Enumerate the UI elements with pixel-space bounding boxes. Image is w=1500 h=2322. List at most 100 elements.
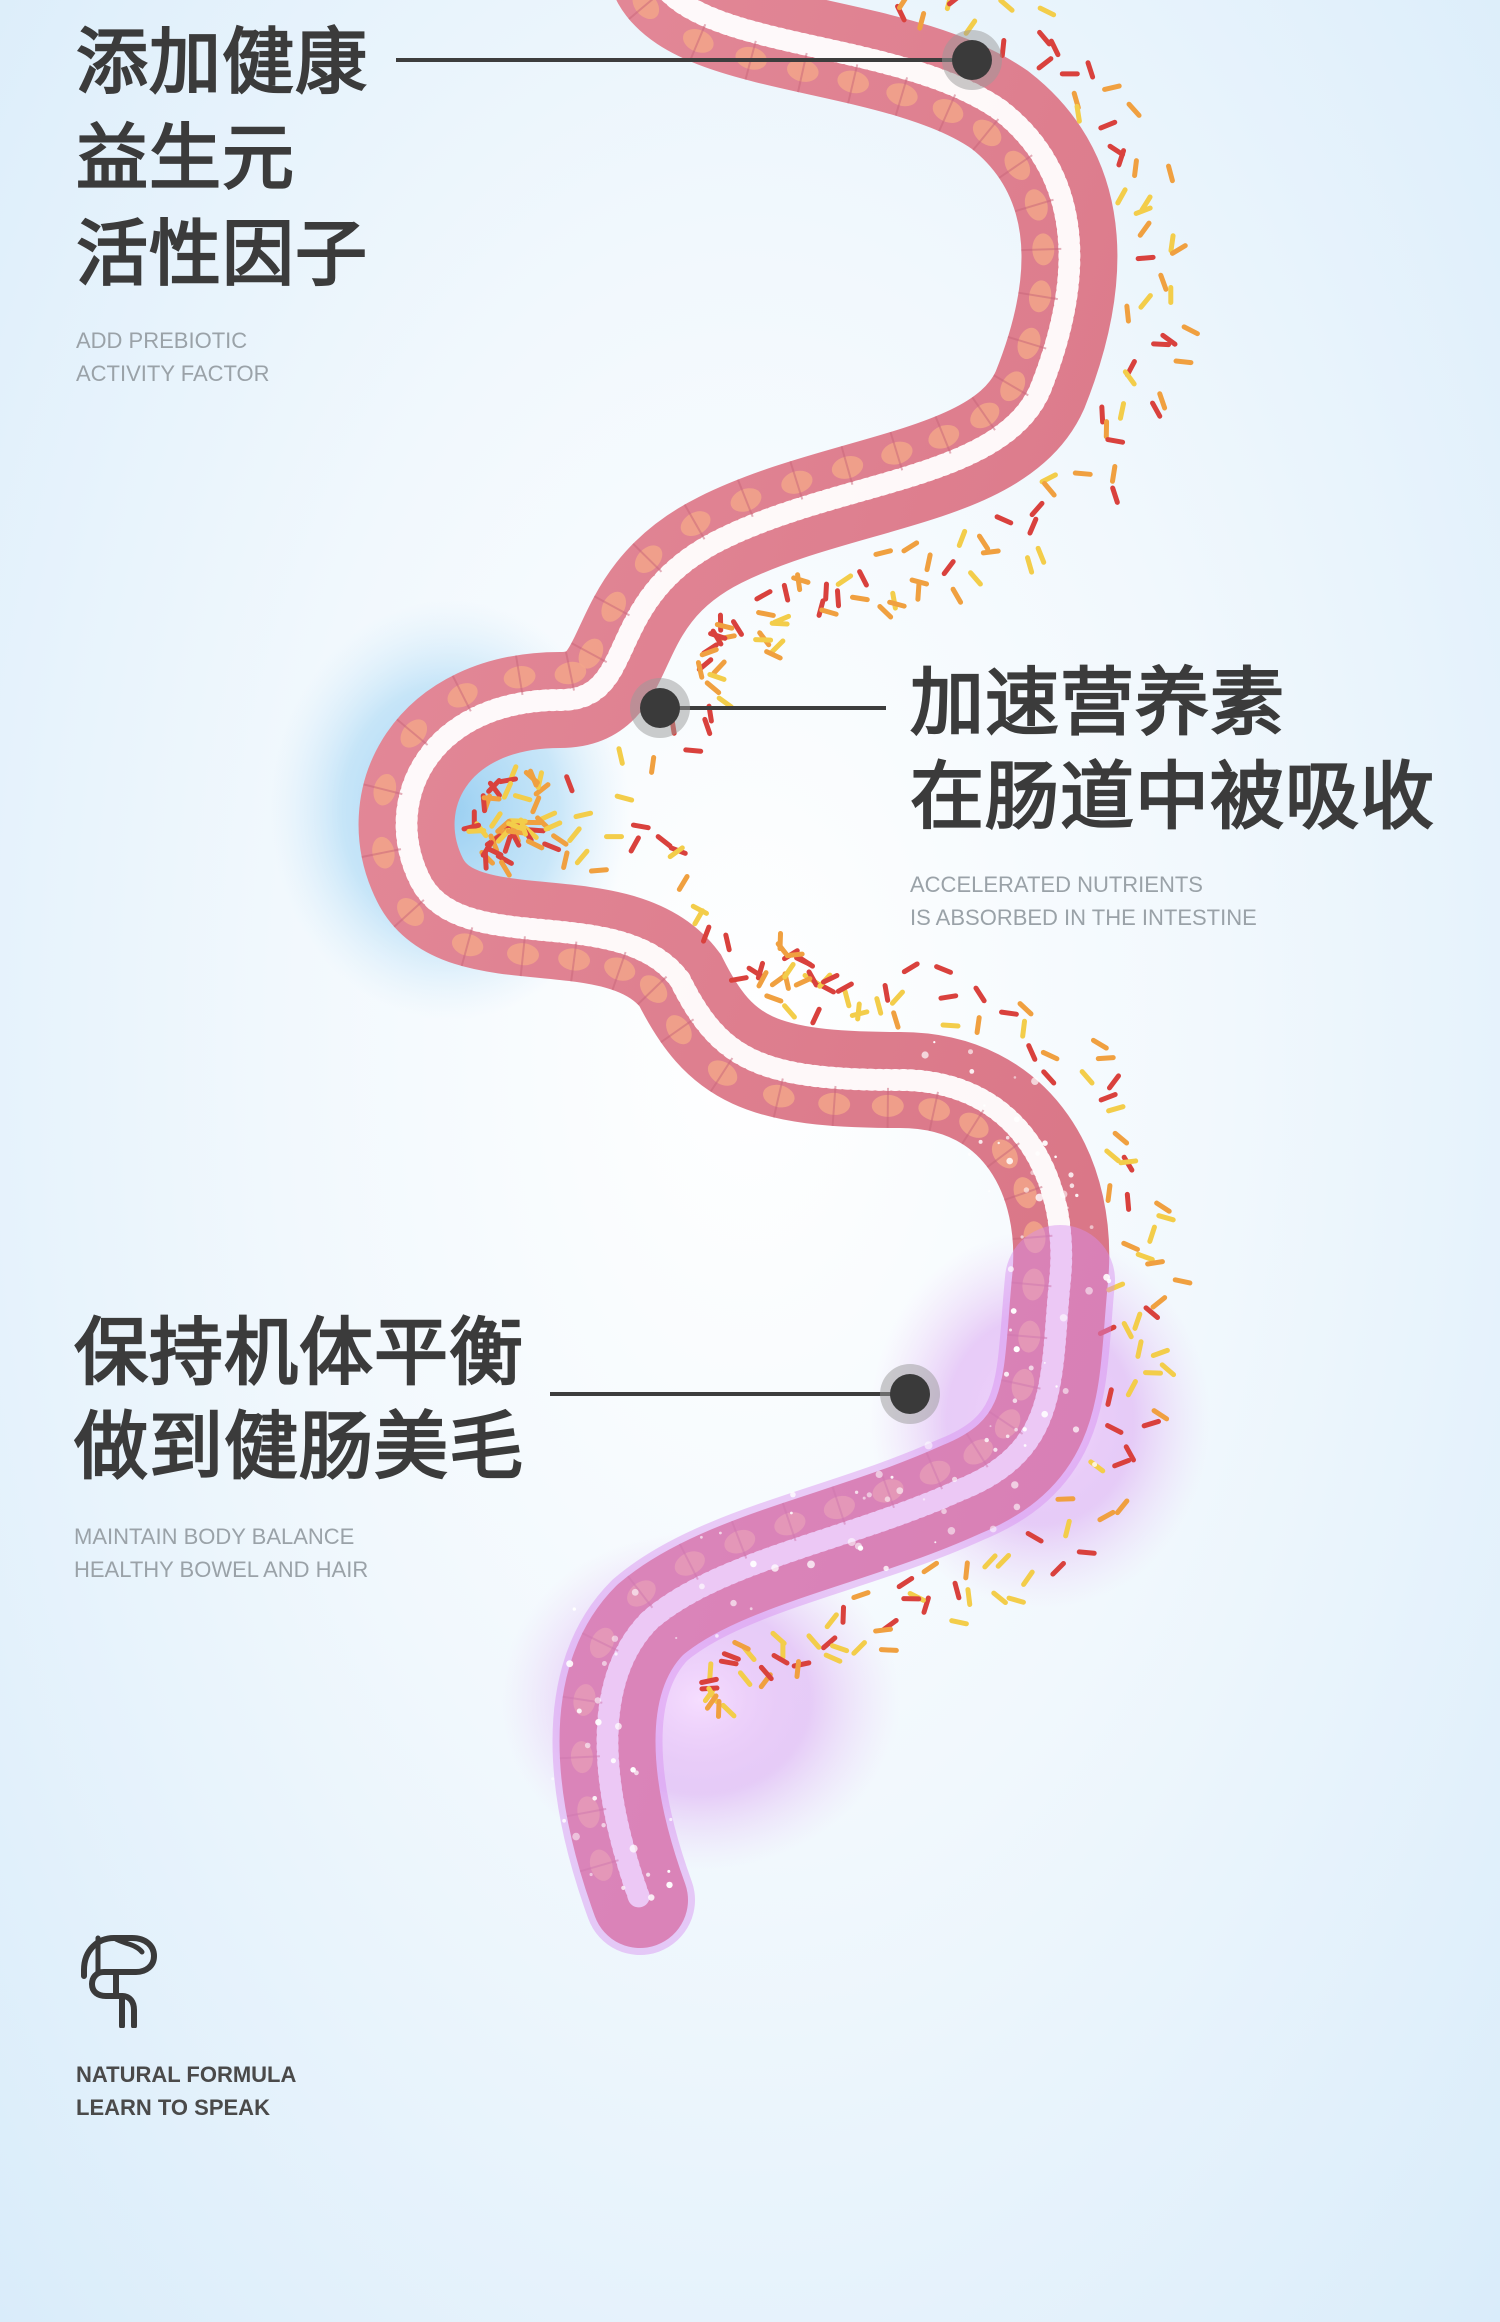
bacteria-particle [723, 932, 732, 953]
sparkle [1059, 1314, 1068, 1322]
sparkle [667, 1869, 671, 1873]
bacteria-particle [1095, 1055, 1116, 1062]
cell-divider [611, 951, 627, 991]
bacteria-particle [551, 833, 569, 847]
bacteria-particle [574, 848, 590, 866]
sparkle [947, 1527, 956, 1535]
sparkle [1012, 1398, 1018, 1403]
bacteria-particle [1168, 233, 1176, 254]
sparkle [1031, 1077, 1039, 1085]
bacteria-particle [873, 548, 893, 557]
bacteria-particle [1112, 1130, 1130, 1146]
bacteria-particle [1097, 1509, 1116, 1523]
bacteria-particle [1157, 391, 1168, 411]
cell-divider [1021, 247, 1062, 252]
bacteria-particle [823, 581, 829, 602]
sparkle [1022, 1427, 1027, 1432]
sparkle [1042, 1140, 1048, 1146]
bacteria-particle [824, 1612, 839, 1630]
bacteria-particle [840, 1604, 847, 1625]
bacteria-particle [915, 581, 922, 602]
bacteria-particle [889, 989, 905, 1006]
sparkle [1013, 1116, 1020, 1123]
sparkle [1007, 1266, 1014, 1273]
sparkle [601, 1823, 606, 1828]
sparkle [749, 1607, 753, 1611]
sparkle [890, 1475, 894, 1479]
bacteria-particle [699, 647, 719, 658]
bacteria-particle [968, 570, 983, 587]
bacteria-particle [1079, 1069, 1095, 1086]
bacteria-particle [769, 620, 790, 627]
cell-divider [879, 1469, 895, 1509]
bacteria-particle [1109, 463, 1118, 484]
bacteria-particle [1039, 472, 1058, 485]
bacteria-particle [480, 840, 494, 858]
callout-3-subtitle-line: MAINTAIN BODY BALANCE [74, 1524, 355, 1549]
bacteria-particle [956, 528, 968, 548]
bacteria-particle [878, 1647, 899, 1653]
sparkle [866, 1492, 872, 1498]
cell-divider [894, 77, 909, 116]
bacteria-particle [797, 955, 816, 969]
sparkle [675, 1636, 678, 1640]
cell-divider [628, 0, 654, 20]
cell-divider [683, 504, 706, 540]
sparkle [1030, 1170, 1035, 1175]
bacteria-particle [1037, 5, 1057, 18]
sparkle [807, 1560, 815, 1569]
bacteria-particle [1160, 332, 1178, 347]
cell-divider [564, 651, 575, 691]
bacteria-particle [882, 982, 891, 1003]
sparkle [896, 1487, 904, 1495]
sparkle [884, 1496, 891, 1502]
bacteria-particle [1135, 1251, 1155, 1263]
bacteria-particle [543, 820, 563, 832]
intestine-cells [361, 0, 1062, 1881]
cell-divider [363, 783, 403, 796]
cell-divider [1012, 1234, 1053, 1240]
bacteria-particle [1090, 1037, 1109, 1051]
bacteria-particle [980, 548, 1001, 556]
bacteria-particle [806, 1633, 822, 1650]
sparkle [1092, 1462, 1098, 1467]
cell-divider [593, 595, 630, 617]
bacteria-particle [1159, 1362, 1177, 1378]
bacteria-particle [704, 1693, 719, 1711]
cell-divider [965, 1432, 989, 1468]
sparkle [1055, 1385, 1058, 1388]
sparkle [1072, 1426, 1080, 1433]
bacteria-particle [1076, 1549, 1097, 1556]
bacteria-particle [834, 588, 842, 609]
bacteria-particle [1169, 243, 1188, 256]
title-line: 添加健康 [76, 20, 369, 104]
bacteria-particle [1106, 1073, 1121, 1091]
bacteria-particle [994, 514, 1014, 526]
bacteria-particle [896, 0, 911, 11]
bacteria-particle [1103, 419, 1110, 440]
bacteria-particle [715, 1698, 722, 1719]
bacteria-particle [573, 810, 594, 820]
cell-divider [971, 396, 996, 431]
sparkle [1006, 1157, 1013, 1165]
sparkle [1028, 1365, 1034, 1371]
bacteria-particle [999, 38, 1007, 58]
bacteria-particle [692, 908, 705, 927]
bacteria-particle [874, 996, 884, 1016]
bacteria-particle [502, 834, 513, 854]
bacteria-particles [461, 0, 1200, 1719]
bacteria-particle [630, 822, 651, 831]
bacteria-particle [754, 589, 773, 602]
bacteria-particle [1026, 1043, 1038, 1062]
bacteria-particle [1168, 285, 1174, 305]
connector-dot-2-core [640, 688, 680, 728]
bacteria-particle [976, 533, 991, 552]
sparkle [968, 1049, 973, 1055]
sparkle [941, 1508, 947, 1515]
bacteria-particle [764, 649, 783, 661]
bacteria-particle [819, 607, 839, 617]
bacteria-particle [1150, 1347, 1170, 1359]
bacteria-particle [820, 972, 840, 985]
sparkle [1089, 1225, 1094, 1229]
